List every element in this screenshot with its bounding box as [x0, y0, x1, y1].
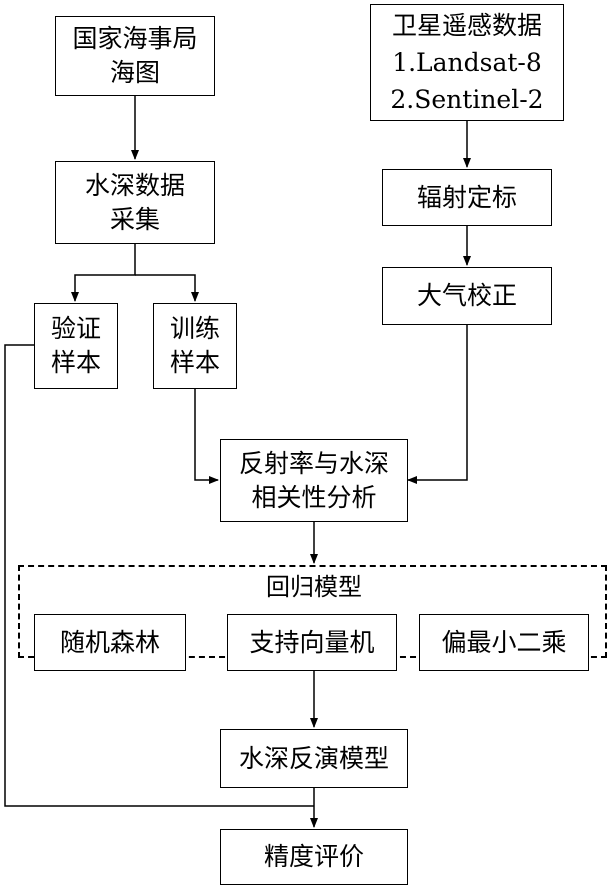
node-correlation-line2: 相关性分析	[251, 482, 377, 512]
node-validation-line1: 验证	[50, 314, 101, 343]
node-svm-label: 支持向量机	[249, 627, 375, 657]
node-svm: 支持向量机	[227, 614, 397, 671]
node-correlation-analysis: 反射率与水深 相关性分析	[220, 439, 408, 522]
node-msa-chart-line2: 海图	[109, 58, 160, 87]
node-depth-inversion-model: 水深反演模型	[220, 729, 408, 788]
node-inversion-label: 水深反演模型	[238, 743, 389, 773]
node-validation-samples: 验证 样本	[34, 303, 118, 389]
node-pls: 偏最小二乘	[419, 614, 589, 671]
connector-collection-split	[71, 244, 136, 302]
node-msa-chart-line1: 国家海事局	[72, 24, 198, 53]
node-depth-collection-line2: 采集	[109, 204, 160, 234]
node-pls-label: 偏最小二乘	[441, 627, 567, 657]
node-accuracy-label: 精度评价	[263, 842, 364, 871]
node-depth-collection: 水深数据 采集	[55, 161, 215, 244]
arrow-atmospheric-to-correlation	[407, 325, 468, 484]
node-training-samples: 训练 样本	[153, 303, 237, 389]
node-training-line1: 训练	[169, 314, 220, 343]
arrow-training-to-correlation	[194, 389, 219, 484]
node-satellite-data: 卫星遥感数据 1.Landsat-8 2.Sentinel-2	[370, 4, 564, 121]
node-random-forest-label: 随机森林	[59, 627, 160, 657]
connector-collection-split-right	[135, 274, 199, 302]
node-atmospheric-correction: 大气校正	[382, 267, 552, 325]
node-satellite-line3: 2.Sentinel-2	[390, 85, 544, 114]
node-accuracy-evaluation: 精度评价	[220, 829, 408, 885]
node-atmospheric-label: 大气校正	[416, 281, 517, 310]
connector-validation-to-accuracy	[4, 344, 314, 807]
node-radiometric-calibration: 辐射定标	[382, 169, 552, 226]
node-training-line2: 样本	[169, 348, 220, 377]
node-satellite-line1: 卫星遥感数据	[391, 11, 542, 40]
node-correlation-line1: 反射率与水深	[238, 448, 389, 478]
node-radiometric-label: 辐射定标	[416, 182, 517, 212]
node-depth-collection-line1: 水深数据	[84, 170, 185, 200]
node-random-forest: 随机森林	[34, 614, 186, 671]
regression-model-title: 回归模型	[266, 573, 362, 601]
node-satellite-line2: 1.Landsat-8	[392, 48, 542, 77]
node-msa-chart: 国家海事局 海图	[55, 16, 215, 96]
node-validation-line2: 样本	[50, 348, 101, 377]
